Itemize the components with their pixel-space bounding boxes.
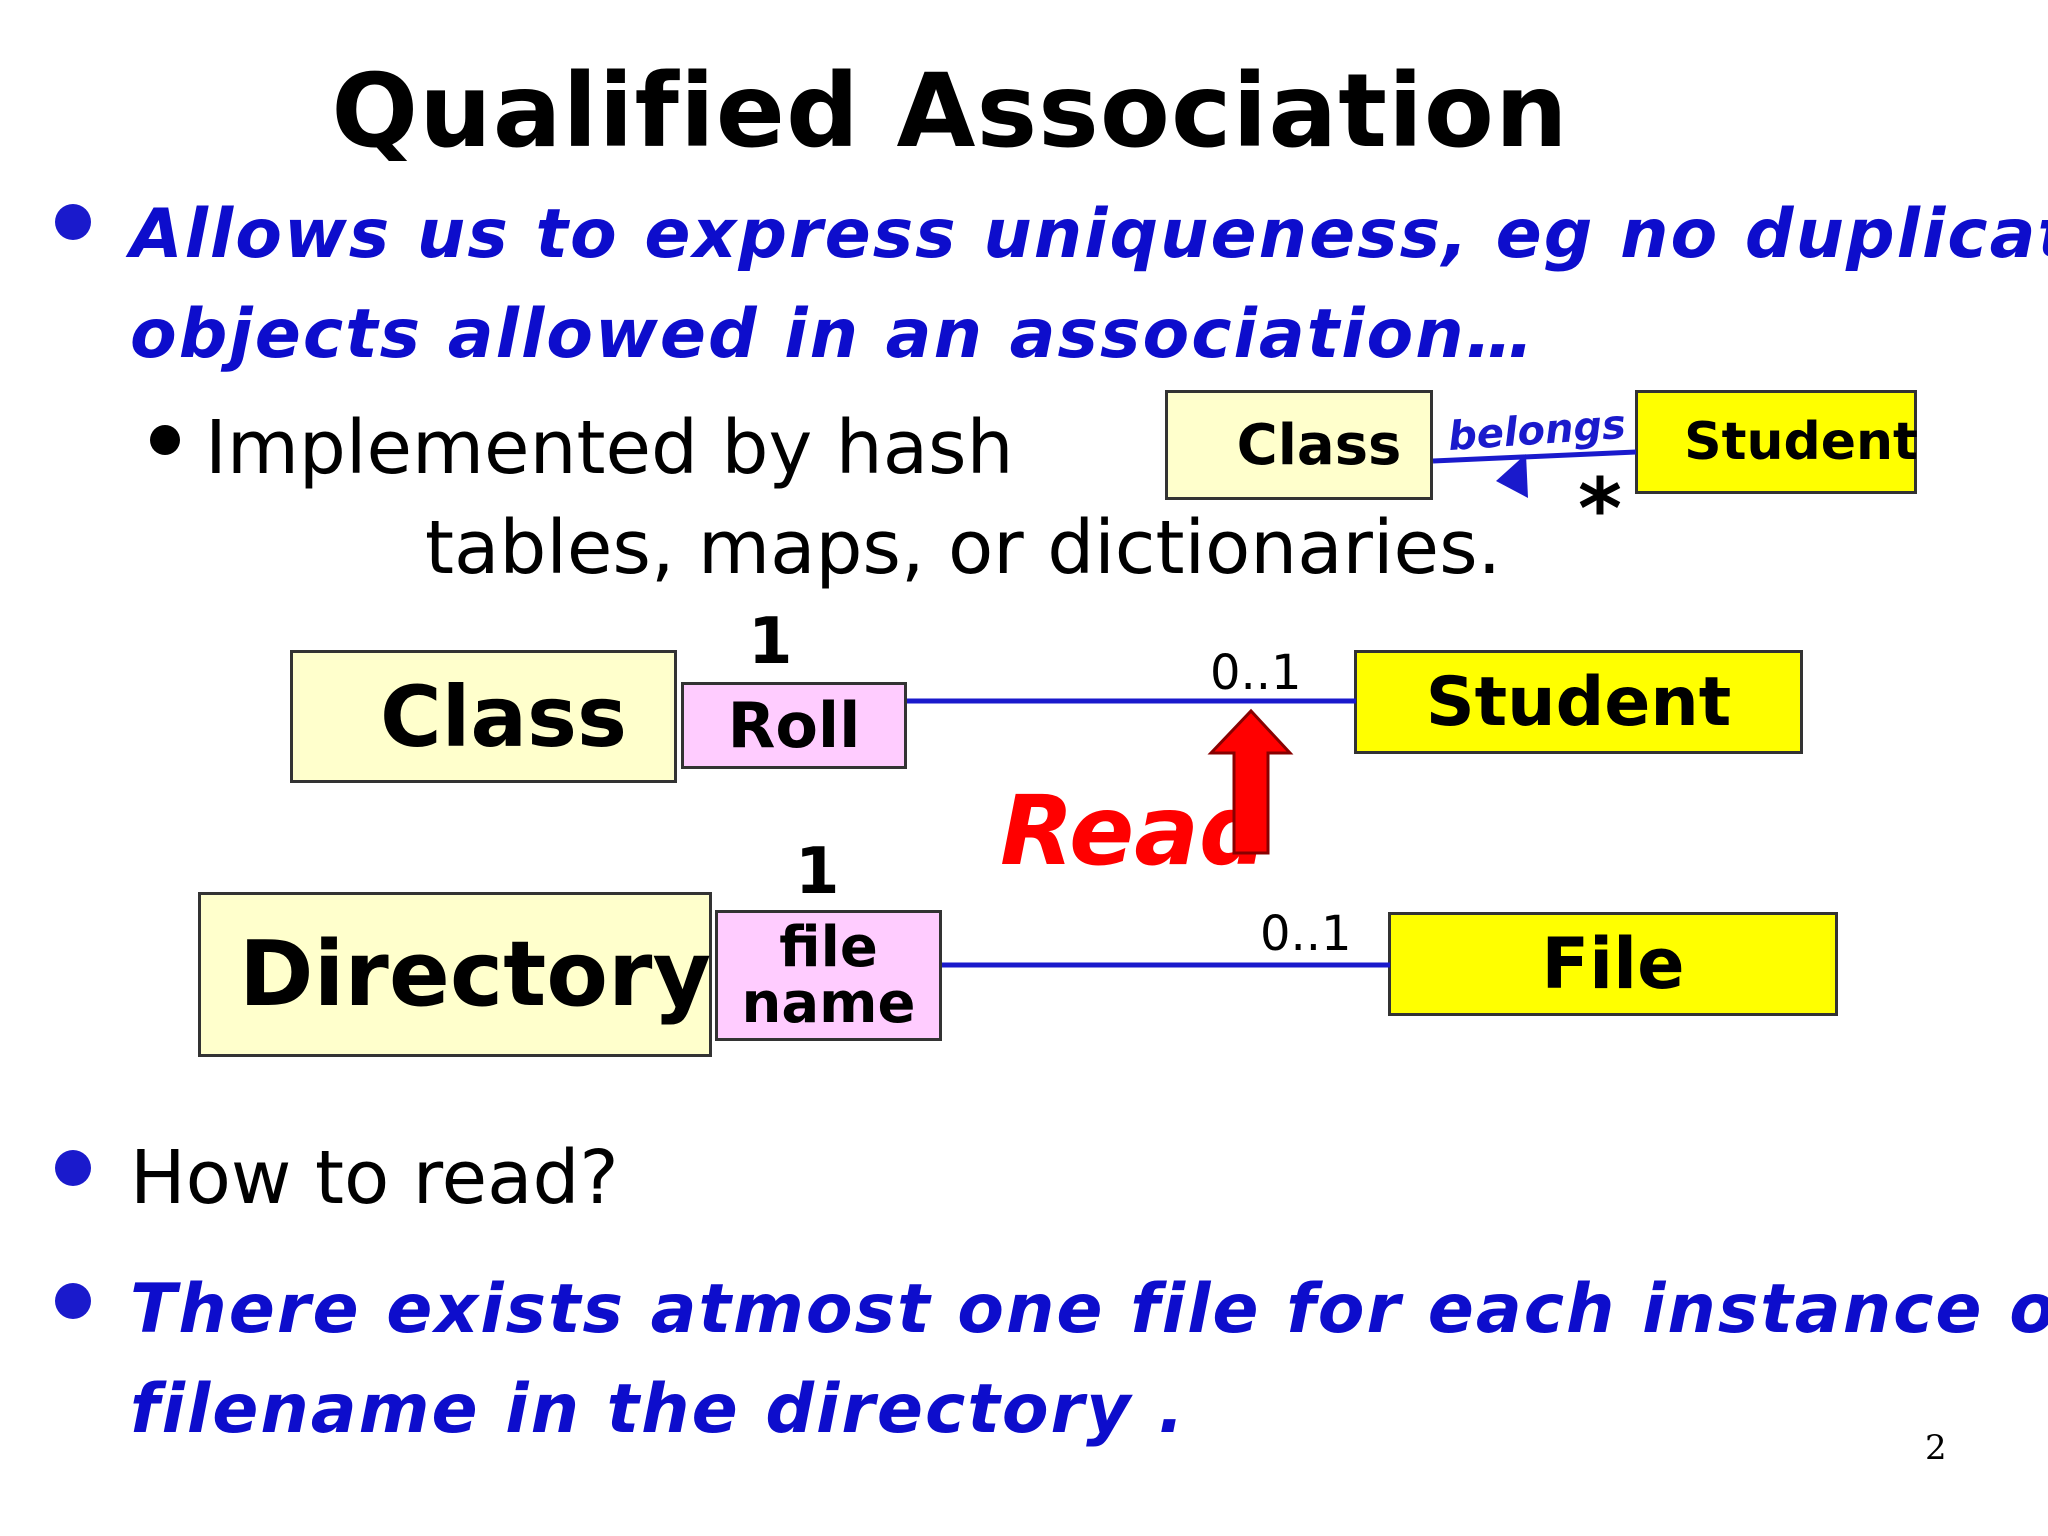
class-box: Class — [290, 650, 677, 783]
roll-qualifier-label: Roll — [727, 689, 861, 762]
page-number: 2 — [1925, 1428, 1947, 1468]
belongs-association-line — [1432, 449, 1637, 464]
file-box: File — [1388, 912, 1838, 1016]
small-class-box: Class — [1165, 390, 1433, 500]
read-direction-arrow — [1207, 708, 1294, 855]
bullet-3-line-1: There exists atmost one file for each in… — [130, 1270, 2048, 1349]
bullet-dot — [55, 204, 91, 240]
student-box: Student — [1354, 650, 1803, 754]
directory-label: Directory — [238, 922, 712, 1027]
student-multiplicity: 0..1 — [1210, 645, 1302, 701]
class-multiplicity: 1 — [748, 605, 793, 679]
directory-multiplicity: 1 — [795, 835, 840, 909]
small-multiplicity-star: * — [1578, 460, 1622, 558]
belongs-direction-triangle — [1496, 454, 1528, 498]
filename-qualifier-line-1: file — [779, 914, 878, 980]
filename-qualifier-line-2: name — [741, 970, 916, 1036]
bullet-3-line-2: filename in the directory . — [130, 1370, 1186, 1449]
student-label: Student — [1425, 662, 1732, 742]
filename-qualifier-box: file name — [715, 910, 942, 1041]
sub-bullet-dot — [150, 425, 180, 455]
bullet-dot — [55, 1150, 91, 1186]
directory-box: Directory — [198, 892, 712, 1057]
file-label: File — [1541, 923, 1685, 1005]
roll-qualifier-box: Roll — [681, 682, 907, 769]
bullet-dot — [55, 1283, 91, 1319]
sub-bullet-line-2: tables, maps, or dictionaries. — [425, 505, 1502, 591]
small-student-box: Student — [1635, 390, 1918, 494]
class-label: Class — [379, 667, 628, 766]
read-label: Read — [1000, 775, 1268, 887]
bullet-1-line-1: Allows us to express uniqueness, eg no d… — [130, 195, 2048, 274]
small-student-label: Student — [1684, 412, 1918, 472]
slide-title: Qualified Association — [331, 52, 1569, 171]
bullet-1-line-2: objects allowed in an association… — [130, 295, 1536, 374]
small-class-label: Class — [1236, 412, 1402, 478]
file-multiplicity: 0..1 — [1260, 906, 1352, 962]
sub-bullet-line-1: Implemented by hash — [205, 405, 1014, 491]
bullet-2-text: How to read? — [130, 1135, 619, 1221]
